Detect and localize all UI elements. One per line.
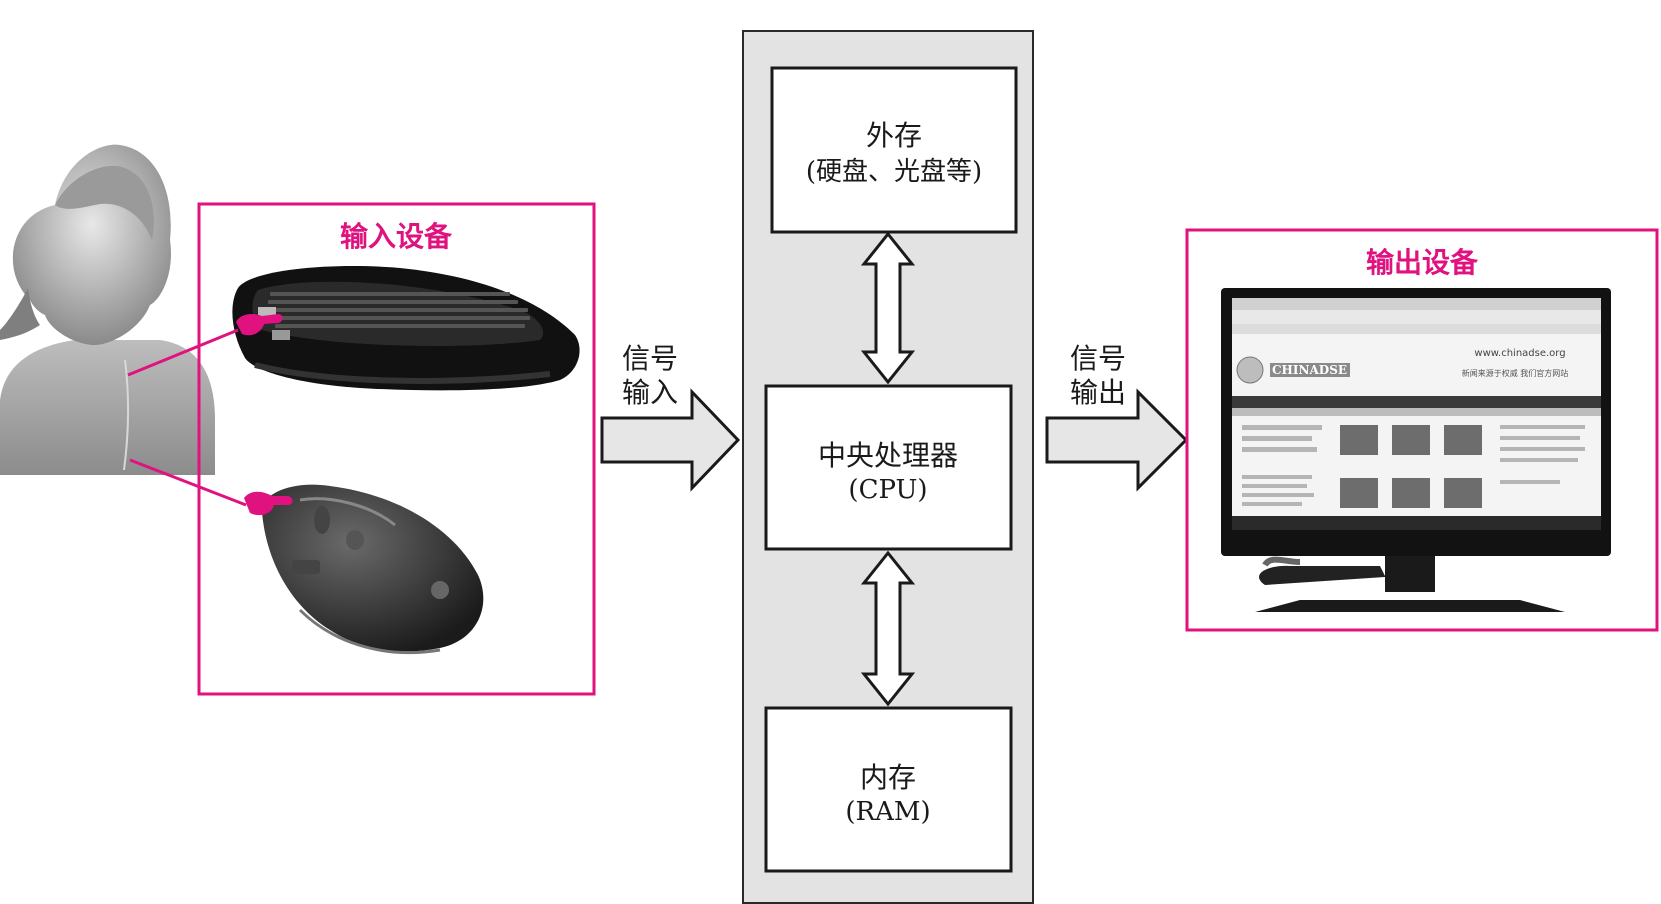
- memory-box: [764, 706, 1013, 873]
- output-devices-box: [1185, 228, 1659, 632]
- input-devices-box: [197, 202, 596, 696]
- signal-in-label-line2: 输入: [622, 376, 678, 409]
- signal-in-arrow-icon: [600, 388, 741, 492]
- storage-cpu-double-arrow-icon: [860, 231, 916, 385]
- memory-sublabel: (RAM): [845, 797, 930, 827]
- external-storage-label: 外存: [866, 119, 922, 152]
- monitor-icon: CHINADSE www.chinadse.org 新闻来源于权威 我们官方网站: [1221, 288, 1611, 612]
- monitor-brand-text: CHINADSE: [1272, 363, 1347, 377]
- cpu-sublabel: (CPU): [848, 475, 927, 505]
- monitor-tagline-text: 新闻来源于权威 我们官方网站: [1462, 368, 1569, 378]
- input-devices-title: 输入设备: [340, 220, 453, 253]
- signal-out-label-line2: 输出: [1070, 376, 1126, 409]
- hand-pointer-icon: [236, 314, 283, 336]
- hand-pointer-icon: [244, 491, 293, 516]
- cpu-memory-double-arrow-icon: [860, 550, 916, 707]
- user-avatar-icon: [0, 144, 215, 475]
- cpu-label: 中央处理器: [818, 439, 958, 472]
- memory-label: 内存: [860, 761, 916, 794]
- signal-out-label-line1: 信号: [1070, 342, 1126, 375]
- mouse-link-line: [129, 458, 247, 507]
- monitor-site-text: www.chinadse.org: [1474, 348, 1565, 359]
- cpu-box: [764, 384, 1013, 551]
- signal-out-arrow-icon: [1045, 388, 1189, 492]
- mouse-icon: [261, 484, 484, 655]
- external-storage-sublabel: (硬盘、光盘等): [806, 157, 982, 187]
- output-devices-title: 输出设备: [1366, 246, 1479, 279]
- keyboard-icon: [232, 266, 580, 391]
- external-storage-box: [770, 66, 1018, 234]
- signal-in-label-line1: 信号: [622, 342, 678, 375]
- keyboard-link-line: [127, 328, 239, 377]
